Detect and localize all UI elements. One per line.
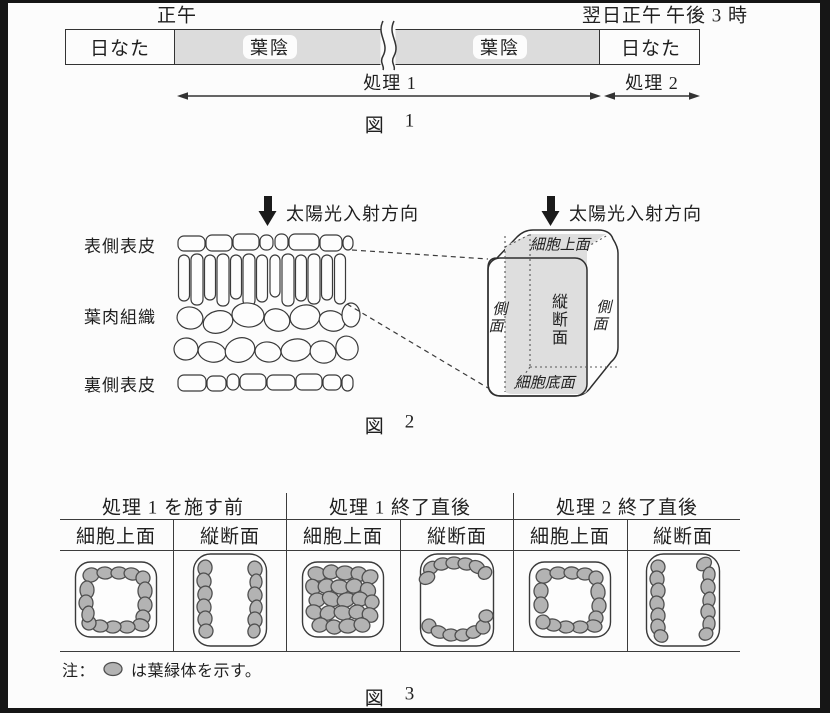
note-text: は葉緑体を示す。 (131, 663, 262, 680)
fig3-sub-header-1: 細胞上面 (75, 526, 157, 548)
fig3-cell-drawing-1 (66, 550, 166, 650)
fig1-caption-prefix: 図 (364, 115, 385, 137)
fig2-layer-label-mesophyll: 葉肉組織 (84, 308, 156, 327)
fig1-segment-sun-left: 日なた (89, 38, 151, 60)
fig1-treatment2-label: 処理 2 (625, 73, 679, 93)
fig1-label-noon: 正午 (156, 5, 198, 27)
fig3-cell-drawing-6 (633, 550, 733, 650)
fig1-shade-pill-1: 葉陰 (243, 35, 297, 59)
cell-box-front-face (487, 257, 588, 397)
cell-top-face-label: 細胞上面 (528, 237, 593, 254)
leaf-cross-section-illustration (173, 233, 361, 392)
magnify-dash-bottom (346, 303, 489, 389)
fig3-group-divider-1 (286, 493, 288, 651)
fig3-sub-header-2: 縦断面 (199, 526, 261, 548)
fig2-layer-label-lower-epidermis: 裏側表皮 (84, 376, 156, 395)
fig3-column-divider-3 (627, 519, 629, 651)
fig3-column-divider-2 (400, 519, 402, 651)
fig3-caption-number: 3 (404, 683, 416, 705)
chloroplast-icon (103, 661, 123, 677)
sunlight-arrows (258, 196, 560, 226)
fig3-note: 注： は葉緑体を示す。 (62, 657, 261, 681)
fig2-sunlight-label-right: 太陽光入射方向 (569, 204, 702, 224)
sunlight-arrow-right-icon (547, 196, 555, 212)
fig1-segment-sun-right: 日なた (620, 38, 682, 60)
fig3-sub-header-6: 縦断面 (652, 526, 714, 548)
fig3-cell-drawing-4 (407, 550, 507, 650)
fig3-sub-header-5: 細胞上面 (529, 526, 611, 548)
fig3-group-header-2: 処理 1 終了直後 (328, 497, 472, 519)
fig1-label-next-day-noon: 翌日正午 (581, 5, 663, 27)
fig3-sub-header-4: 縦断面 (426, 526, 488, 548)
sunlight-arrow-left-icon (264, 196, 272, 212)
fig1-break-wave-left (380, 20, 386, 71)
fig1-overlay-graphics (177, 20, 700, 100)
fig2-layer-label-upper-epidermis: 表側表皮 (84, 237, 156, 256)
note-prefix: 注： (62, 663, 96, 680)
fig3-group-header-3: 処理 2 終了直後 (555, 497, 699, 519)
fig1-break-wave-right (391, 20, 397, 71)
fig2-caption-number: 2 (404, 411, 416, 433)
fig1-label-3pm: 午後 3 時 (665, 5, 749, 27)
fig2-caption-prefix: 図 (364, 416, 385, 438)
fig3-sub-header-3: 細胞上面 (302, 526, 384, 548)
fig1-break-mask (380, 26, 396, 68)
fig3-cell-drawing-2 (180, 550, 280, 650)
cell-box-hidden-edge-6 (586, 234, 609, 248)
cell-section-face-label: 縦断面 (549, 293, 566, 347)
fig1-treatment1-label: 処理 1 (363, 73, 417, 93)
fig2-sunlight-label-left: 太陽光入射方向 (286, 204, 419, 224)
magnify-dash-top (351, 249, 489, 260)
fig3-caption-prefix: 図 (364, 688, 385, 710)
fig2-illustration (173, 196, 619, 397)
fig3-cell-drawing-5 (520, 550, 620, 650)
fig1-shade-pill-2: 葉陰 (473, 35, 527, 59)
palisade-cell-3d-box (487, 229, 619, 397)
fig1-treatment-arrow-heads (177, 92, 700, 100)
fig3-column-divider-1 (173, 519, 175, 651)
fig3-group-divider-2 (513, 493, 515, 651)
fig3-group-header-1: 処理 1 を施す前 (101, 497, 245, 519)
fig3-cell-drawing-3 (293, 550, 393, 650)
cell-bottom-face-label: 細胞底面 (513, 375, 578, 392)
fig1-caption-number: 1 (404, 110, 416, 132)
fig3-rule-bottom (60, 651, 740, 653)
